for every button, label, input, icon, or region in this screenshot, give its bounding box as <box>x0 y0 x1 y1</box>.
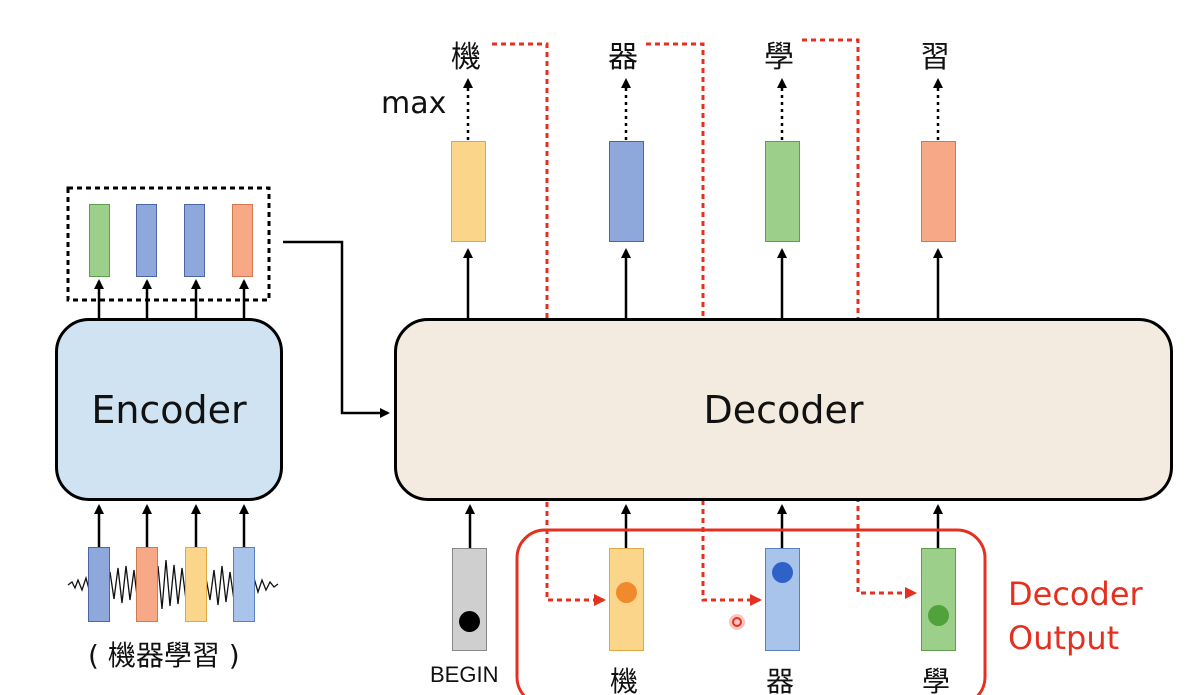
encoder-vector-3 <box>184 204 205 277</box>
output-distribution-2 <box>609 141 644 242</box>
decoder-input-vector-1 <box>609 548 644 651</box>
decoder-input-char-1: 機 <box>610 665 639 695</box>
encoder-vector-2 <box>136 204 157 277</box>
max-label: max <box>381 86 447 121</box>
encoder-input-arrows <box>94 504 249 547</box>
output-char-3: 學 <box>764 40 794 75</box>
encoder-vector-1 <box>89 204 110 277</box>
output-char-4: 習 <box>920 40 950 75</box>
begin-token-vector <box>452 548 487 651</box>
decoder-output-label: Decoder Output <box>1008 572 1143 660</box>
decoder-input-vector-2 <box>765 548 800 651</box>
decoder-output-label-line1: Decoder <box>1008 575 1143 613</box>
encoder-output-group <box>66 186 271 302</box>
input-vector-4 <box>233 547 255 622</box>
encoder-label: Encoder <box>91 387 247 432</box>
encoder-block: Encoder <box>55 318 283 501</box>
output-distribution-1 <box>451 141 486 242</box>
decoder-input-dot-3 <box>928 605 949 626</box>
decoder-block: Decoder <box>394 318 1173 501</box>
decoder-input-char-3: 學 <box>922 665 951 695</box>
output-char-1: 機 <box>451 40 481 75</box>
encoder-output-arrows <box>94 279 249 318</box>
decoder-output-arrows <box>463 248 943 318</box>
cursor-pointer-icon <box>729 614 745 630</box>
context-arrow <box>283 240 390 418</box>
max-arrows <box>463 78 943 140</box>
begin-token-dot <box>459 611 480 632</box>
decoder-input-dot-1 <box>616 582 637 603</box>
decoder-output-highlight <box>515 528 987 695</box>
output-char-2: 器 <box>608 40 638 75</box>
output-distribution-4 <box>921 141 956 242</box>
decoder-input-vector-3 <box>921 548 956 651</box>
decoder-input-arrows <box>465 504 943 548</box>
decoder-input-dot-2 <box>772 562 793 583</box>
input-vector-2 <box>136 547 158 622</box>
output-distribution-3 <box>765 141 800 242</box>
decoder-output-label-line2: Output <box>1008 619 1120 657</box>
begin-label: BEGIN <box>430 662 499 687</box>
encoder-vector-4 <box>232 204 253 277</box>
decoder-label: Decoder <box>703 387 864 432</box>
decoder-input-char-2: 器 <box>766 665 795 695</box>
input-vector-3 <box>185 547 207 622</box>
input-vector-1 <box>88 547 110 622</box>
input-caption: ( 機器學習 ) <box>88 639 240 672</box>
